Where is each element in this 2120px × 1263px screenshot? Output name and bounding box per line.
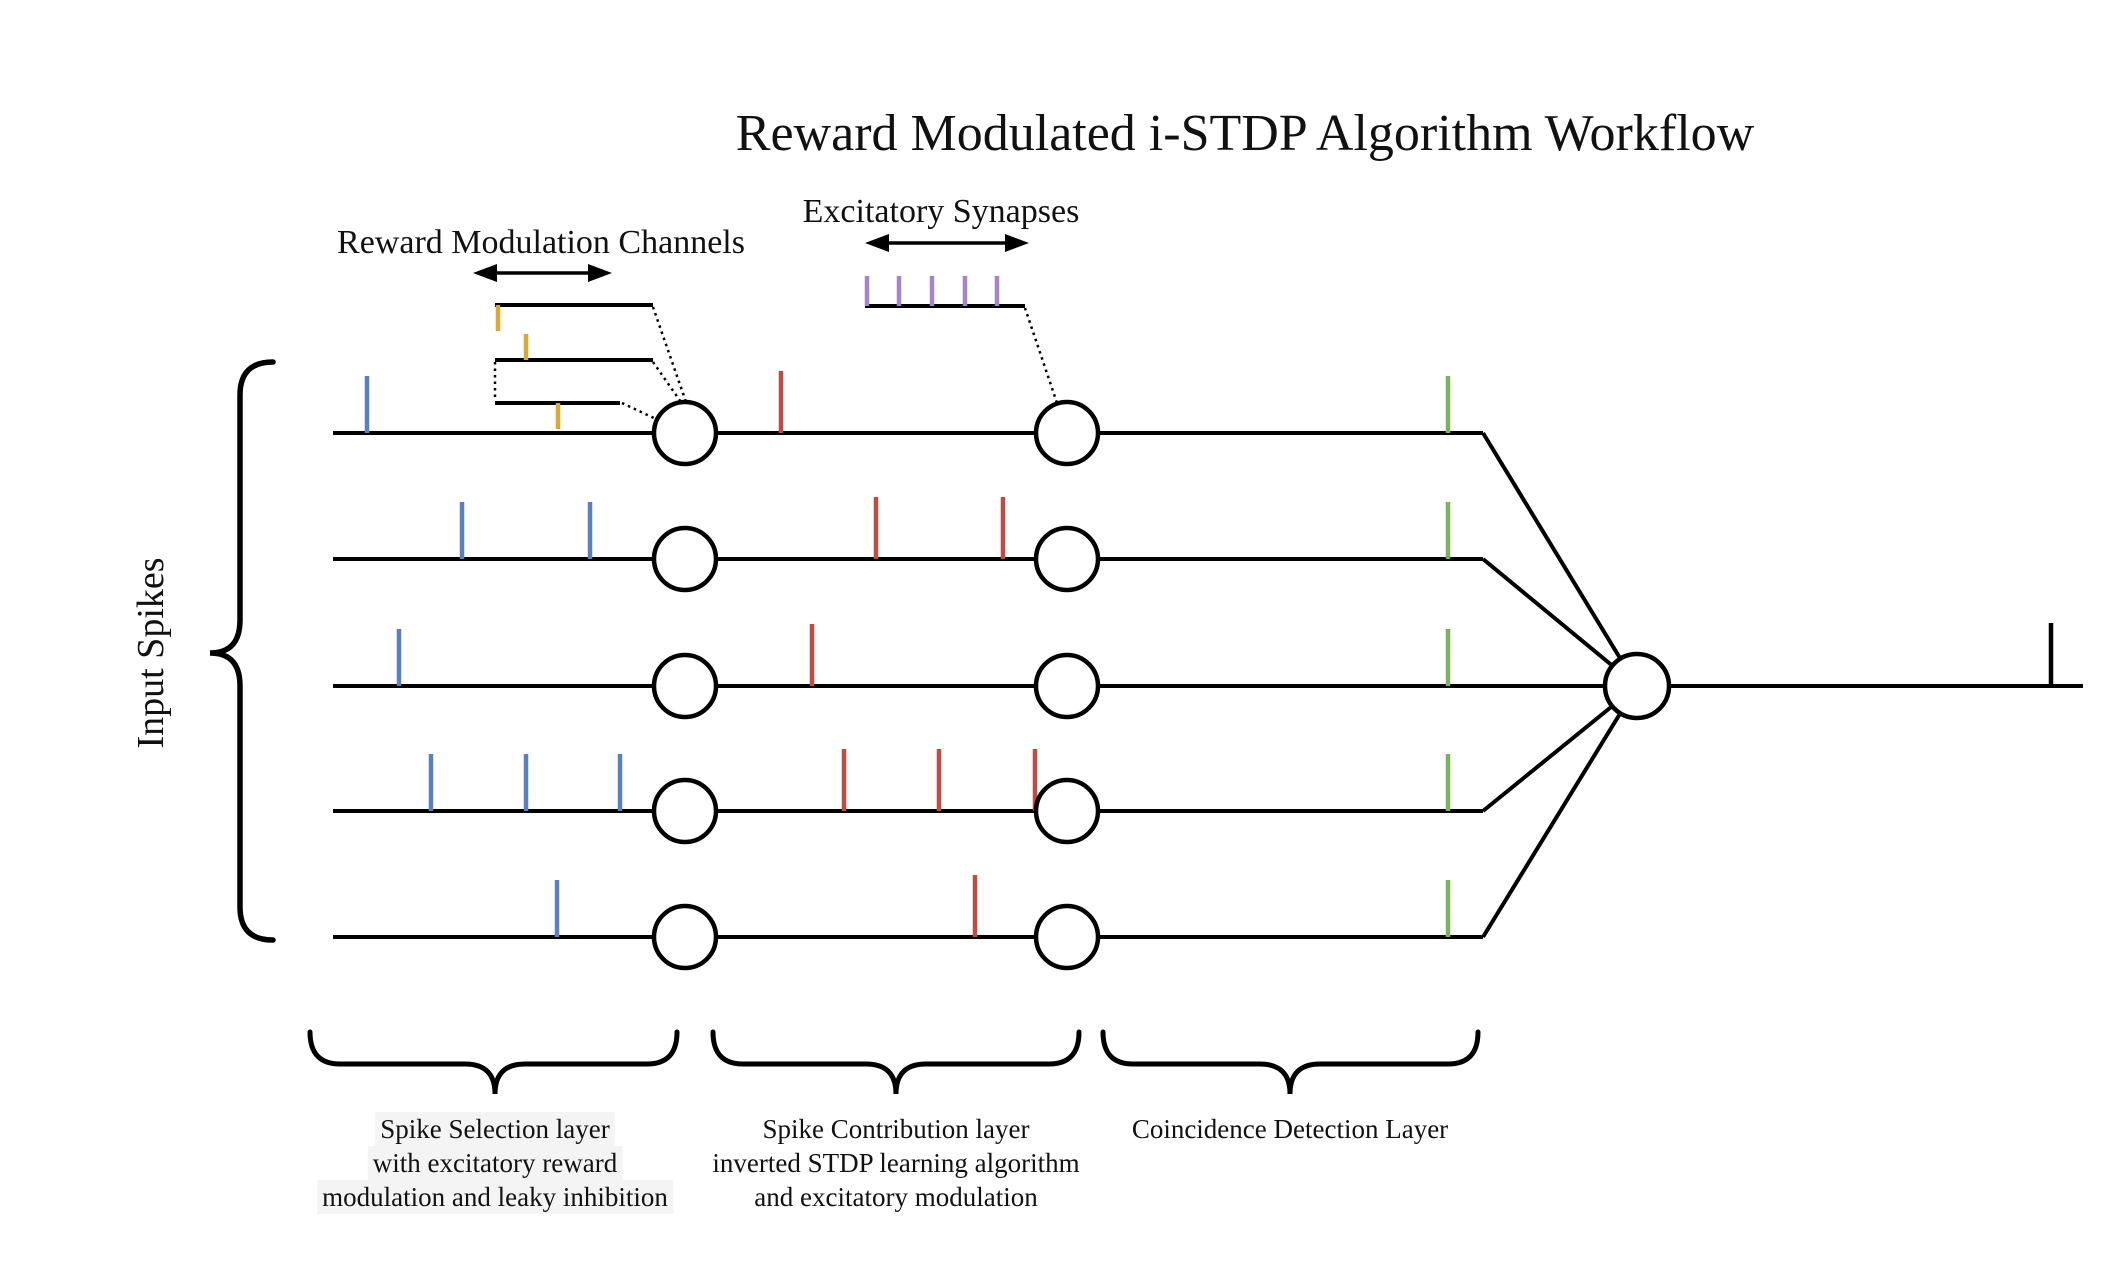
arrowhead-left-icon xyxy=(473,264,497,282)
spike-contribution-neuron xyxy=(1033,777,1101,845)
layer-label-line: modulation and leaky inhibition xyxy=(322,1182,668,1212)
excitatory-synapses-range-arrow xyxy=(865,234,1029,252)
layer-brace xyxy=(307,1029,680,1095)
row-convergence-line xyxy=(1481,431,1639,688)
spike-contribution-neuron xyxy=(1033,652,1101,720)
reward-modulation-channels-label: Reward Modulation Channels xyxy=(337,224,745,261)
coincidence-detection-neuron xyxy=(1602,651,1672,721)
spike-contribution-neuron xyxy=(1033,903,1101,971)
layer-label-line: Spike Contribution layer xyxy=(763,1114,1030,1144)
layer-label-line: and excitatory modulation xyxy=(754,1182,1038,1212)
arrowhead-left-icon xyxy=(865,234,889,252)
input-spikes-brace xyxy=(209,359,276,943)
dotted-connector xyxy=(621,401,657,421)
excitatory-synapses-label: Excitatory Synapses xyxy=(803,193,1080,230)
dotted-connector xyxy=(651,306,688,403)
spike-contribution-neuron xyxy=(1033,525,1101,593)
spike-selection-neuron xyxy=(651,777,719,845)
arrowhead-right-icon xyxy=(1005,234,1029,252)
dotted-connector xyxy=(1023,307,1059,404)
arrowhead-right-icon xyxy=(588,264,612,282)
label-highlight xyxy=(375,1112,615,1146)
layer-brace xyxy=(710,1029,1082,1095)
spike-selection-neuron xyxy=(651,399,719,467)
label-highlight xyxy=(367,1146,623,1180)
spike-selection-neuron xyxy=(651,525,719,593)
reward-modulation-range-arrow xyxy=(473,264,612,282)
layer-brace xyxy=(1100,1029,1481,1095)
layer-label-line: Spike Selection layer xyxy=(380,1114,609,1144)
spike-selection-neuron xyxy=(651,652,719,720)
layer-label-line: Coincidence Detection Layer xyxy=(1132,1114,1448,1144)
spike-selection-neuron xyxy=(651,903,719,971)
label-highlight xyxy=(317,1180,674,1214)
dotted-connector xyxy=(651,361,685,406)
layer-label-line: with excitatory reward xyxy=(373,1148,618,1178)
spike-contribution-neuron xyxy=(1033,399,1101,467)
layer-label-line: inverted STDP learning algorithm xyxy=(712,1148,1079,1178)
page-title: Reward Modulated i-STDP Algorithm Workfl… xyxy=(736,105,1755,162)
row-convergence-line xyxy=(1481,684,1639,939)
input-spikes-label: Input Spikes xyxy=(130,557,172,748)
